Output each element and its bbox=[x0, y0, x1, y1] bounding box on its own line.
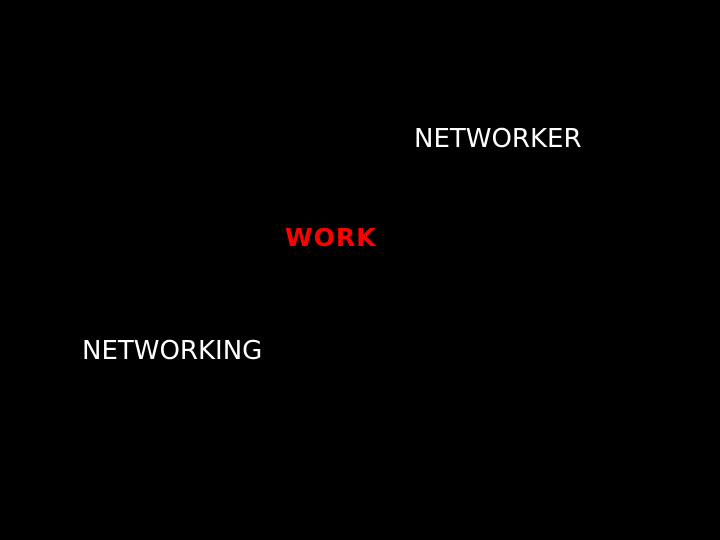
word-networker: NETWORKER bbox=[414, 124, 582, 154]
word-work-highlight: WORK bbox=[285, 223, 377, 252]
word-networking: NETWORKING bbox=[82, 336, 263, 366]
